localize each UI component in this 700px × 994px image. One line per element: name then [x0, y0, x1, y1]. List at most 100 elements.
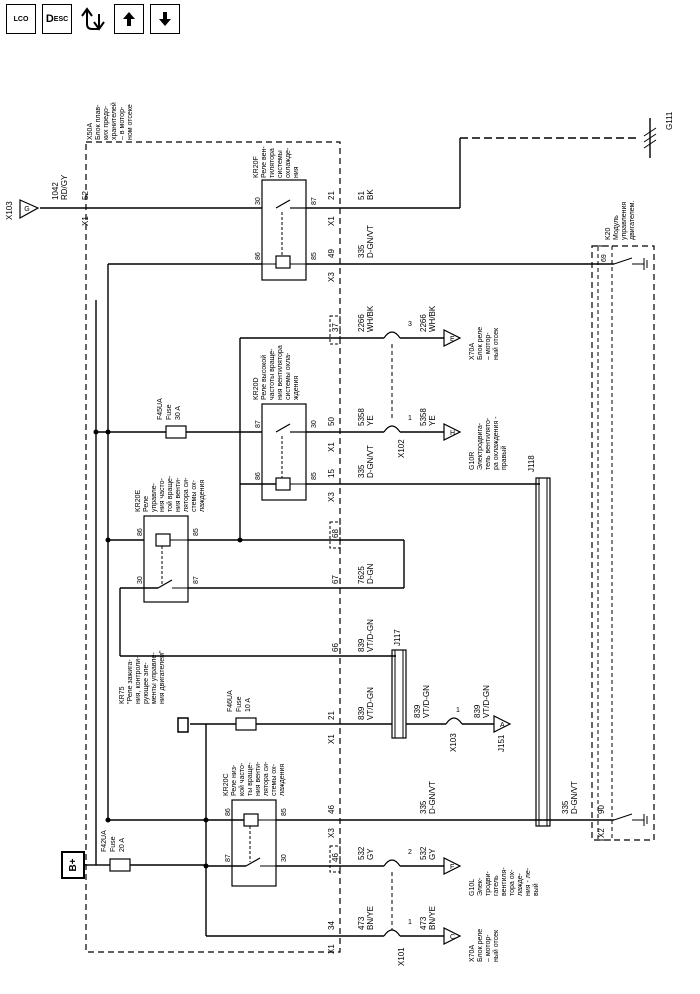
svg-text:Fuse: Fuse — [236, 696, 243, 712]
pin-3-label: 3 — [408, 321, 412, 328]
k20-box — [591, 245, 655, 841]
svg-text:Реле: Реле — [143, 496, 150, 512]
f45ua-label: F45UA Fuse 30 A — [157, 398, 182, 420]
svg-text:– в мотор-: – в мотор- — [119, 106, 126, 140]
wire-532-color: GY — [366, 848, 375, 860]
pin-21b-label: 21 — [327, 711, 336, 720]
wire-839a-color: VT/D-GN — [366, 619, 375, 652]
wire-5358b-color: YE — [428, 415, 437, 426]
svg-text:хранителей: хранителей — [110, 102, 118, 140]
wire-335-number: 335 — [357, 244, 366, 258]
svg-text:стемы ох-: стемы ох- — [271, 763, 278, 796]
svg-text:Блок плав-: Блок плав- — [95, 104, 102, 140]
svg-text:стемы ох-: стемы ох- — [191, 479, 198, 512]
pin-50-label: 50 — [327, 417, 336, 426]
x70a-c-connector — [443, 927, 462, 945]
x1-label: X1 — [81, 216, 90, 226]
svg-text:K20: K20 — [605, 227, 612, 240]
svg-text:– мотор-: – мотор- — [485, 332, 492, 360]
kr20d-pin87: 87 — [255, 420, 262, 428]
kr20c-pin30: 30 — [281, 854, 288, 862]
pin-1b-label: 1 — [456, 707, 460, 714]
svg-text:ный отсек: ный отсек — [492, 929, 500, 962]
x103-g-label: G — [24, 206, 29, 213]
svg-text:ния двигателем": ния двигателем" — [159, 650, 166, 704]
f42ua-label: F42UA Fuse 20 A — [101, 830, 126, 852]
k20-label: K20 Модуль управления двигателем. — [605, 201, 636, 240]
kr20d-label: KR20D Реле высокой частоты враще- ния ве… — [253, 345, 300, 400]
pin-49-label: 49 — [327, 249, 336, 258]
wire-335c-number: 335 — [419, 800, 428, 814]
kr20f-pin30: 30 — [255, 197, 262, 205]
k20-inner-box — [597, 245, 613, 841]
kr20f-label: KR20F Реле вен- тилятора системы охлажде… — [253, 146, 300, 178]
g10r-connector — [443, 423, 462, 441]
pin-34-label: 34 — [327, 921, 336, 930]
svg-text:лажде-: лажде- — [517, 872, 524, 896]
x1-21b-label: X1 — [327, 734, 336, 744]
svg-text:ждения: ждения — [293, 376, 300, 400]
svg-text:ном отсеке: ном отсеке — [127, 104, 134, 140]
svg-text:частоты враще-: частоты враще- — [269, 348, 276, 400]
svg-text:Блок реле: Блок реле — [477, 929, 484, 962]
svg-text:X50A: X50A — [87, 123, 94, 140]
svg-text:G10L: G10L — [469, 879, 476, 896]
svg-text:лятора си-: лятора си- — [183, 477, 190, 512]
pin-2-label: 2 — [408, 849, 412, 856]
svg-text:ния вентилятора: ния вентилятора — [277, 345, 284, 400]
pin-1-label: 1 — [408, 415, 412, 422]
wire-7625-number: 7625 — [357, 566, 366, 584]
x3-46-label: X3 — [327, 828, 336, 838]
svg-text:той враще-: той враще- — [166, 475, 174, 512]
kr20f-pin85: 85 — [311, 252, 318, 260]
kr20d-pin86: 86 — [255, 472, 262, 480]
f46ua-fuse — [235, 717, 257, 731]
wire-473b-color: BN/YE — [428, 906, 437, 930]
x1-50-label: X1 — [327, 442, 336, 452]
svg-text:KR20F: KR20F — [253, 156, 260, 178]
svg-text:Fuse: Fuse — [166, 404, 173, 420]
g10l-label: G10L Элек- тродви- гатель вентиля- тора … — [469, 867, 540, 896]
svg-text:Реле высокой: Реле высокой — [260, 355, 268, 400]
svg-text:кой часто-: кой часто- — [238, 762, 246, 796]
svg-text:вентиля-: вентиля- — [501, 867, 508, 896]
svg-text:Реле низ-: Реле низ- — [231, 764, 238, 796]
wire-5358b-number: 5358 — [419, 408, 428, 426]
x70a-e-label: X70A Блок реле – мотор- ный отсек — [469, 327, 500, 360]
wire-2266b-color: WH/BK — [428, 305, 437, 332]
c-triangle-label: C — [450, 934, 455, 941]
wire-335d-color: D-GN/VT — [570, 781, 579, 814]
arrow-down-icon[interactable] — [150, 4, 180, 34]
svg-text:тель вентилято-: тель вентилято- — [485, 417, 492, 470]
svg-text:ния, контроли-: ния, контроли- — [135, 656, 142, 704]
x2-90-label: X2 — [597, 828, 606, 838]
svg-text:ких предо-: ких предо- — [103, 105, 110, 140]
g10r-label: G10R Электродвига- тель вентилято- ра ох… — [469, 416, 508, 470]
wire-839c-color: VT/D-GN — [422, 685, 431, 718]
svg-text:ния часто-: ния часто- — [159, 477, 166, 512]
wire-2266b-number: 2266 — [419, 314, 428, 332]
svg-text:X70A: X70A — [469, 343, 476, 360]
svg-text:правый: правый — [500, 446, 508, 470]
swap-icon[interactable] — [78, 4, 108, 34]
a-triangle-label: A — [500, 722, 505, 729]
arrow-up-icon[interactable] — [114, 4, 144, 34]
wire-335-color: D-GN/VT — [366, 225, 375, 258]
svg-text:системы: системы — [277, 150, 284, 178]
wire-7625-color: D-GN — [366, 563, 375, 584]
wire-839d-number: 839 — [473, 704, 482, 718]
wire-839d-color: VT/D-GN — [482, 685, 491, 718]
wire-532b-number: 532 — [419, 846, 428, 860]
wire-335d-number: 335 — [561, 800, 570, 814]
pin-21-label: 21 — [327, 191, 336, 200]
wire-839b-color: VT/D-GN — [366, 687, 375, 720]
wire-1042-number: 1042 — [51, 182, 60, 200]
wire-5358-color: YE — [366, 415, 375, 426]
wire-839a-number: 839 — [357, 638, 366, 652]
svg-text:управления: управления — [621, 202, 628, 240]
svg-text:системы охла-: системы охла- — [285, 352, 292, 400]
wire-335c-color: D-GN/VT — [428, 781, 437, 814]
